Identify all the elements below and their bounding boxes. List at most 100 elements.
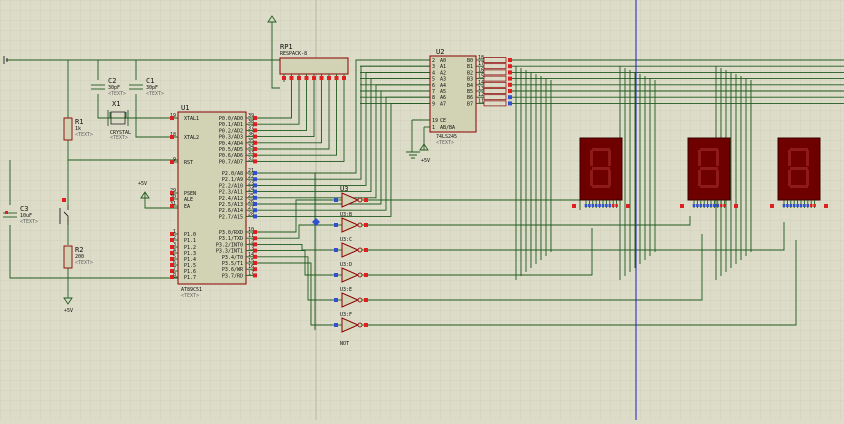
gate-output-pin[interactable] [364, 223, 368, 227]
seven-segment-display[interactable] [680, 137, 738, 208]
gate-input-pin[interactable] [334, 323, 338, 327]
rp1-pin[interactable] [327, 76, 331, 80]
rp1-pin[interactable] [334, 76, 339, 80]
rp1-pin[interactable] [289, 76, 294, 80]
display-pin[interactable] [809, 204, 813, 207]
rp1-pin[interactable] [304, 76, 309, 80]
u1-right-pin[interactable] [253, 134, 257, 139]
gate-input-pin[interactable] [334, 298, 338, 302]
display-common-pin[interactable] [734, 204, 738, 208]
reset-switch[interactable] [59, 205, 69, 225]
u1-left-pin[interactable] [170, 232, 174, 236]
display-pin[interactable] [702, 204, 706, 207]
gate-input-pin[interactable] [334, 248, 338, 252]
display-pin[interactable] [601, 204, 605, 207]
u1-right-pin[interactable] [253, 171, 257, 175]
u2-out-pin[interactable] [508, 101, 512, 106]
gate-output-pin[interactable] [364, 323, 368, 327]
u1-left-pin[interactable] [170, 238, 174, 242]
u2-out-pin[interactable] [508, 89, 512, 93]
u2-out-pin[interactable] [508, 95, 512, 100]
u1-right-pin[interactable] [253, 267, 257, 272]
u1-right-pin[interactable] [253, 177, 257, 182]
display-common-pin[interactable] [626, 204, 630, 208]
display-pin[interactable] [786, 204, 789, 207]
display-common-pin[interactable] [572, 204, 576, 208]
u1-left-pin[interactable] [170, 269, 174, 273]
u2-chip-body[interactable] [429, 55, 477, 133]
u1-left-pin[interactable] [170, 263, 174, 267]
rp1-pin[interactable] [342, 76, 346, 80]
u1-right-pin[interactable] [253, 183, 257, 188]
u1-left-pin[interactable] [170, 257, 174, 261]
seven-segment-display[interactable] [572, 137, 630, 208]
display-pin[interactable] [699, 204, 703, 207]
display-pin[interactable] [716, 204, 720, 207]
display-pin[interactable] [719, 204, 723, 207]
u1-right-pin[interactable] [253, 242, 257, 247]
display-pin[interactable] [591, 204, 595, 207]
u1-right-pin[interactable] [253, 236, 257, 241]
display-pin[interactable] [588, 204, 591, 207]
junction-marker[interactable] [312, 218, 320, 226]
u1-left-pin[interactable] [170, 191, 174, 195]
display-pin[interactable] [611, 204, 615, 207]
u1-right-pin[interactable] [253, 159, 257, 164]
u1-left-pin[interactable] [170, 197, 174, 201]
u1-left-pin[interactable] [170, 135, 174, 139]
u1-right-pin[interactable] [253, 230, 257, 234]
u1-left-pin[interactable] [170, 204, 174, 208]
u1-right-pin[interactable] [253, 195, 257, 200]
display-pin[interactable] [584, 204, 588, 207]
gate-output-pin[interactable] [364, 298, 368, 302]
u1-right-pin[interactable] [253, 147, 257, 151]
gate-input-pin[interactable] [334, 198, 338, 202]
rp1-pin[interactable] [297, 76, 301, 80]
display-pin[interactable] [605, 204, 608, 207]
u1-right-pin[interactable] [253, 261, 257, 265]
u1-left-pin[interactable] [170, 160, 174, 164]
u1-right-pin[interactable] [253, 202, 257, 206]
rp1-pin[interactable] [312, 76, 316, 80]
u2-out-pin[interactable] [508, 64, 512, 69]
crystal-body[interactable] [110, 111, 126, 125]
u1-right-pin[interactable] [253, 208, 257, 213]
gate-output-pin[interactable] [364, 273, 368, 277]
display-pin[interactable] [713, 204, 716, 207]
display-common-pin[interactable] [680, 204, 684, 208]
u1-left-pin[interactable] [170, 116, 174, 120]
display-pin[interactable] [608, 204, 612, 207]
display-pin[interactable] [796, 204, 799, 207]
rp1-body[interactable] [279, 57, 349, 75]
display-pin[interactable] [789, 204, 793, 207]
u2-out-pin[interactable] [508, 82, 512, 87]
display-pin[interactable] [723, 204, 726, 207]
r2-body[interactable] [63, 245, 73, 269]
display-common-pin[interactable] [824, 204, 828, 208]
u1-right-pin[interactable] [253, 140, 257, 145]
display-common-pin[interactable] [770, 204, 774, 208]
u1-left-pin[interactable] [170, 251, 174, 255]
display-pin[interactable] [692, 204, 696, 207]
display-pin[interactable] [813, 204, 816, 207]
display-pin[interactable] [806, 204, 810, 207]
display-pin[interactable] [598, 204, 601, 207]
display-pin[interactable] [709, 204, 713, 207]
u1-right-pin[interactable] [253, 214, 257, 219]
gate-input-pin[interactable] [334, 273, 338, 277]
seven-segment-display[interactable] [770, 137, 828, 208]
u1-right-pin[interactable] [253, 273, 257, 278]
u1-right-pin[interactable] [253, 254, 257, 259]
display-pin[interactable] [799, 204, 803, 207]
display-pin[interactable] [803, 204, 806, 207]
r1-body[interactable] [63, 117, 73, 141]
display-pin[interactable] [792, 204, 796, 207]
u1-right-pin[interactable] [253, 116, 257, 120]
display-pin[interactable] [615, 204, 618, 207]
u2-out-pin[interactable] [508, 70, 512, 75]
c3-pin[interactable] [5, 211, 8, 214]
display-pin[interactable] [782, 204, 786, 207]
u1-right-pin[interactable] [253, 248, 257, 253]
rp1-pin[interactable] [319, 76, 324, 80]
